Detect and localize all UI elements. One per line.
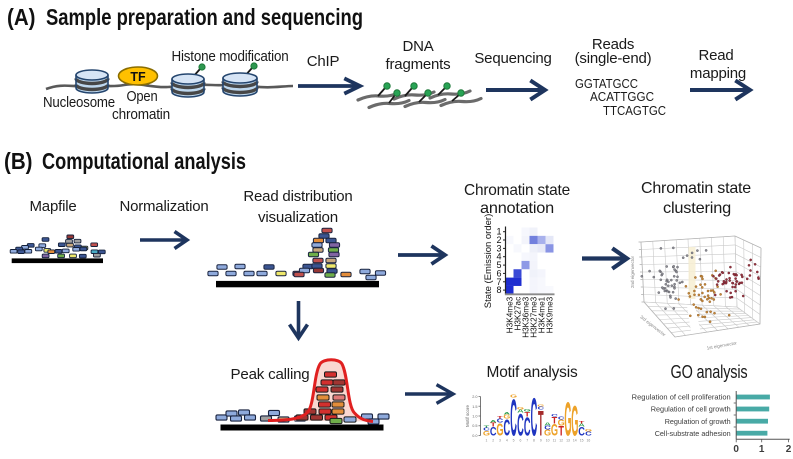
svg-text:8: 8 bbox=[496, 285, 501, 295]
svg-text:G: G bbox=[585, 429, 592, 432]
svg-text:Regulation of cell growth: Regulation of cell growth bbox=[651, 405, 731, 414]
svg-text:G: G bbox=[510, 394, 518, 399]
svg-text:14: 14 bbox=[573, 439, 577, 443]
svg-text:Motif score: Motif score bbox=[465, 405, 470, 428]
svg-text:(single-end): (single-end) bbox=[575, 50, 652, 67]
svg-text:C: C bbox=[551, 414, 558, 417]
svg-text:10: 10 bbox=[546, 439, 550, 443]
svg-text:Sample preparation and sequenc: Sample preparation and sequencing bbox=[46, 4, 363, 30]
svg-text:13: 13 bbox=[566, 439, 570, 443]
svg-text:chromatin: chromatin bbox=[112, 106, 170, 123]
svg-text:5: 5 bbox=[513, 439, 515, 443]
svg-text:Mapfile: Mapfile bbox=[30, 198, 77, 215]
svg-text:Cell-substrate adhesion: Cell-substrate adhesion bbox=[655, 429, 731, 438]
svg-text:Chromatin state: Chromatin state bbox=[464, 182, 570, 199]
svg-text:(A): (A) bbox=[7, 4, 36, 30]
svg-text:Read distribution: Read distribution bbox=[243, 188, 352, 205]
svg-text:Open: Open bbox=[127, 88, 158, 105]
svg-text:ACATTGGC: ACATTGGC bbox=[590, 89, 654, 104]
svg-text:fragments: fragments bbox=[386, 56, 451, 73]
svg-text:TF: TF bbox=[130, 70, 146, 84]
svg-text:0.0: 0.0 bbox=[472, 434, 477, 438]
svg-text:2: 2 bbox=[492, 439, 494, 443]
svg-text:mapping: mapping bbox=[690, 65, 746, 82]
svg-text:9: 9 bbox=[540, 439, 542, 443]
svg-text:Read: Read bbox=[698, 47, 733, 64]
svg-text:16: 16 bbox=[587, 439, 591, 443]
svg-text:1.0: 1.0 bbox=[472, 415, 477, 419]
svg-text:clustering: clustering bbox=[663, 200, 731, 217]
svg-text:(B): (B) bbox=[4, 148, 33, 174]
svg-text:0.5: 0.5 bbox=[472, 424, 477, 428]
svg-text:Chromatin state: Chromatin state bbox=[641, 180, 751, 197]
svg-text:1: 1 bbox=[485, 439, 487, 443]
svg-text:1: 1 bbox=[759, 444, 765, 454]
svg-text:Nucleosome: Nucleosome bbox=[43, 94, 115, 111]
svg-text:TTCAGTGC: TTCAGTGC bbox=[603, 103, 666, 118]
svg-text:A: A bbox=[503, 412, 510, 415]
svg-text:3: 3 bbox=[499, 439, 501, 443]
svg-text:G: G bbox=[537, 404, 544, 407]
svg-text:0: 0 bbox=[733, 444, 739, 454]
svg-text:DNA: DNA bbox=[402, 38, 433, 55]
svg-text:Computational analysis: Computational analysis bbox=[42, 148, 246, 174]
svg-text:12: 12 bbox=[559, 439, 563, 443]
svg-text:Peak calling: Peak calling bbox=[231, 366, 310, 383]
svg-text:Normalization: Normalization bbox=[119, 198, 208, 215]
svg-text:Histone modification: Histone modification bbox=[172, 49, 289, 65]
svg-text:State (Emission order): State (Emission order) bbox=[483, 214, 494, 309]
svg-text:2: 2 bbox=[786, 444, 792, 454]
svg-text:4: 4 bbox=[506, 439, 508, 443]
svg-text:6: 6 bbox=[519, 439, 521, 443]
svg-text:2nd eigenvector: 2nd eigenvector bbox=[630, 255, 635, 288]
svg-text:T: T bbox=[579, 421, 586, 424]
svg-text:Motif analysis: Motif analysis bbox=[487, 364, 578, 381]
svg-text:11: 11 bbox=[553, 439, 557, 443]
svg-text:1.5: 1.5 bbox=[472, 405, 477, 409]
svg-text:Regulation of growth: Regulation of growth bbox=[665, 417, 731, 426]
svg-text:Regulation of cell proliferati: Regulation of cell proliferation bbox=[632, 393, 731, 402]
svg-text:H3K9me3: H3K9me3 bbox=[546, 296, 555, 333]
svg-text:Sequencing: Sequencing bbox=[474, 50, 551, 67]
svg-text:visualization: visualization bbox=[258, 209, 338, 226]
svg-text:8: 8 bbox=[533, 439, 535, 443]
svg-text:2.0: 2.0 bbox=[472, 395, 477, 399]
svg-text:7: 7 bbox=[526, 439, 528, 443]
svg-text:15: 15 bbox=[580, 439, 584, 443]
svg-text:GO analysis: GO analysis bbox=[671, 362, 748, 382]
svg-text:ChIP: ChIP bbox=[307, 53, 340, 70]
